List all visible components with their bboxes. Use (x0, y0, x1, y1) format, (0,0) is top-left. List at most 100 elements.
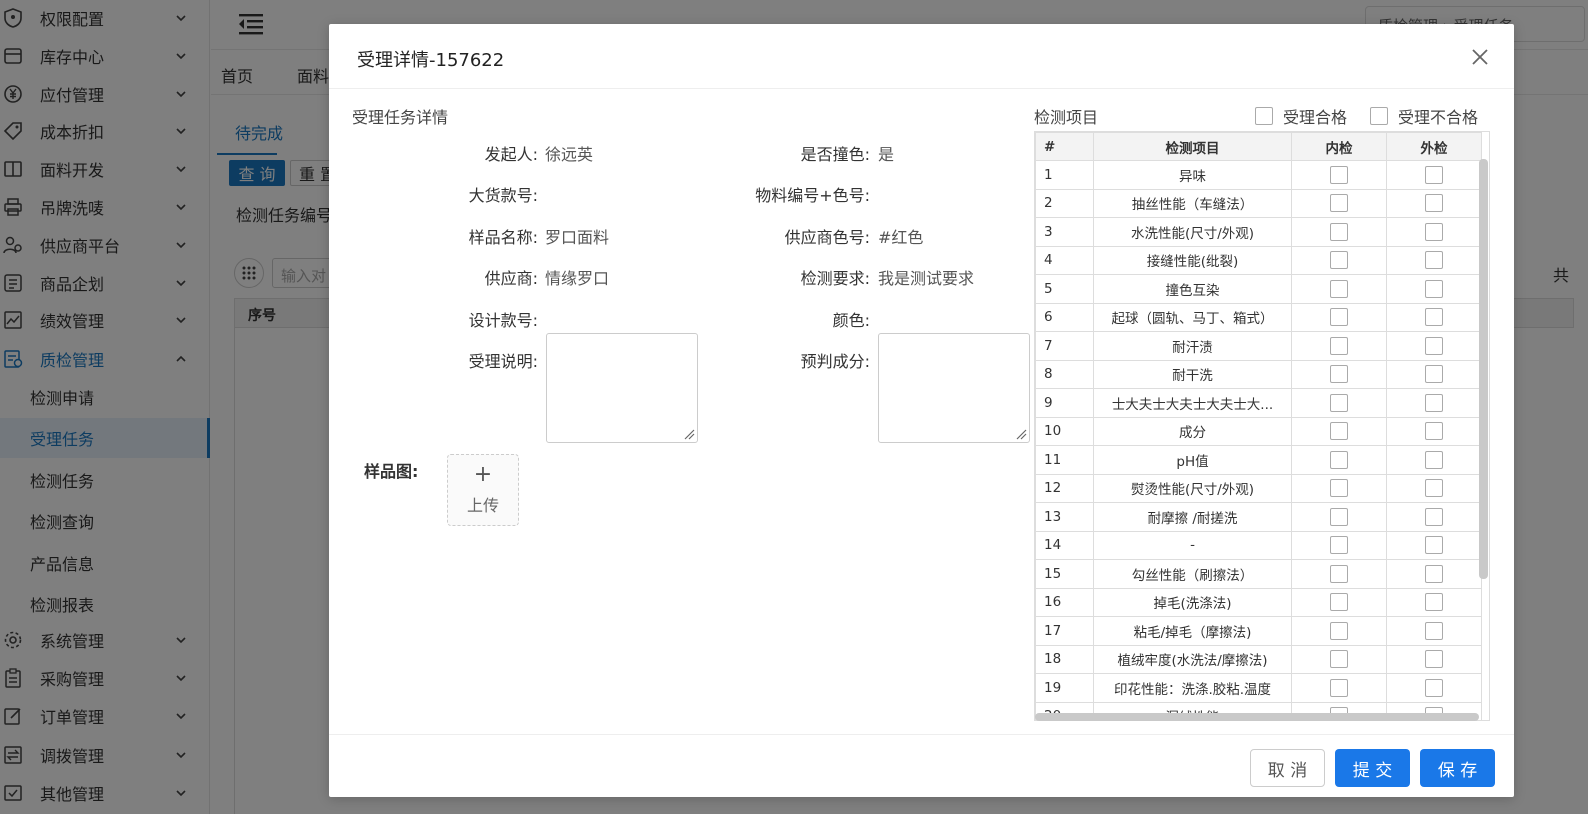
internal-checkbox[interactable] (1330, 365, 1348, 384)
external-checkbox[interactable] (1425, 194, 1443, 213)
table-row: 14- (1035, 530, 1482, 560)
external-cell (1386, 388, 1482, 418)
test-items-title: 检测项目 (1034, 108, 1099, 127)
row-index: 16 (1035, 587, 1094, 617)
row-index: 2 (1035, 188, 1094, 218)
row-item-name: 掉毛(洗涤法) (1093, 587, 1292, 617)
row-index: 13 (1035, 502, 1094, 532)
color-clash-value: 是 (878, 145, 895, 164)
internal-checkbox[interactable] (1330, 650, 1348, 669)
fail-checkbox[interactable] (1370, 107, 1388, 125)
internal-checkbox[interactable] (1330, 507, 1348, 526)
row-index: 4 (1035, 245, 1094, 275)
external-cell (1386, 616, 1482, 646)
internal-checkbox[interactable] (1330, 393, 1348, 412)
internal-checkbox[interactable] (1330, 621, 1348, 640)
external-checkbox[interactable] (1425, 621, 1443, 640)
external-checkbox[interactable] (1425, 450, 1443, 469)
internal-checkbox[interactable] (1330, 165, 1348, 184)
resize-grip-icon[interactable] (1015, 428, 1027, 440)
external-checkbox[interactable] (1425, 308, 1443, 327)
section-title: 受理任务详情 (352, 108, 449, 127)
internal-checkbox[interactable] (1330, 422, 1348, 441)
horizontal-scrollbar[interactable] (1035, 713, 1479, 721)
external-checkbox[interactable] (1425, 422, 1443, 441)
save-button[interactable]: 保 存 (1420, 749, 1495, 787)
internal-checkbox[interactable] (1330, 222, 1348, 241)
fail-checkbox-group[interactable]: 受理不合格 (1370, 104, 1478, 128)
external-checkbox[interactable] (1425, 365, 1443, 384)
external-checkbox[interactable] (1425, 165, 1443, 184)
cancel-button[interactable]: 取 消 (1250, 749, 1325, 787)
row-index: 6 (1035, 302, 1094, 332)
internal-checkbox[interactable] (1330, 564, 1348, 583)
row-index: 7 (1035, 331, 1094, 361)
pass-checkbox-group[interactable]: 受理合格 (1255, 104, 1347, 128)
external-checkbox[interactable] (1425, 650, 1443, 669)
internal-checkbox[interactable] (1330, 336, 1348, 355)
row-index: 1 (1035, 160, 1094, 190)
predicted-comp-textarea[interactable] (878, 333, 1030, 443)
external-checkbox[interactable] (1425, 279, 1443, 298)
internal-cell (1291, 644, 1387, 674)
external-checkbox[interactable] (1425, 479, 1443, 498)
internal-checkbox[interactable] (1330, 194, 1348, 213)
internal-checkbox[interactable] (1330, 450, 1348, 469)
internal-checkbox[interactable] (1330, 279, 1348, 298)
resize-grip-icon[interactable] (683, 428, 695, 440)
pass-checkbox[interactable] (1255, 107, 1273, 125)
row-item-name: 抽丝性能（车缝法） (1093, 188, 1292, 218)
internal-cell (1291, 587, 1387, 617)
internal-cell (1291, 331, 1387, 361)
internal-checkbox[interactable] (1330, 479, 1348, 498)
modal-header: 受理详情-157622 (329, 24, 1514, 89)
internal-cell (1291, 302, 1387, 332)
external-checkbox[interactable] (1425, 564, 1443, 583)
internal-checkbox[interactable] (1330, 308, 1348, 327)
external-checkbox[interactable] (1425, 507, 1443, 526)
internal-checkbox[interactable] (1330, 536, 1348, 555)
external-checkbox[interactable] (1425, 336, 1443, 355)
external-checkbox[interactable] (1425, 593, 1443, 612)
design-style-label: 设计款号: (468, 311, 538, 330)
sample-name-value: 罗口面料 (545, 228, 610, 247)
vertical-scrollbar[interactable] (1479, 159, 1488, 579)
external-checkbox[interactable] (1425, 251, 1443, 270)
initiator-value: 徐远英 (545, 145, 594, 164)
external-cell (1386, 559, 1482, 589)
internal-cell (1291, 245, 1387, 275)
external-checkbox[interactable] (1425, 536, 1443, 555)
internal-checkbox[interactable] (1330, 678, 1348, 697)
external-cell (1386, 274, 1482, 304)
color-clash-label: 是否撞色: (800, 145, 870, 164)
bulk-style-label: 大货款号: (468, 186, 538, 205)
external-checkbox[interactable] (1425, 222, 1443, 241)
submit-button[interactable]: 提 交 (1335, 749, 1410, 787)
internal-checkbox[interactable] (1330, 593, 1348, 612)
close-icon[interactable] (1470, 47, 1490, 67)
internal-checkbox[interactable] (1330, 251, 1348, 270)
col-header-hash: # (1035, 132, 1094, 161)
accept-note-textarea[interactable] (546, 333, 698, 443)
initiator-label: 发起人: (484, 145, 538, 164)
internal-cell (1291, 388, 1387, 418)
external-checkbox[interactable] (1425, 393, 1443, 412)
fail-label: 受理不合格 (1398, 108, 1479, 127)
internal-cell (1291, 274, 1387, 304)
external-cell (1386, 245, 1482, 275)
external-cell (1386, 188, 1482, 218)
external-checkbox[interactable] (1425, 678, 1443, 697)
row-item-name: 耐汗渍 (1093, 331, 1292, 361)
upload-button[interactable]: + 上传 (447, 454, 519, 526)
row-item-name: 耐摩擦 /耐搓洗 (1093, 502, 1292, 532)
row-item-name: 粘毛/掉毛（摩擦法) (1093, 616, 1292, 646)
